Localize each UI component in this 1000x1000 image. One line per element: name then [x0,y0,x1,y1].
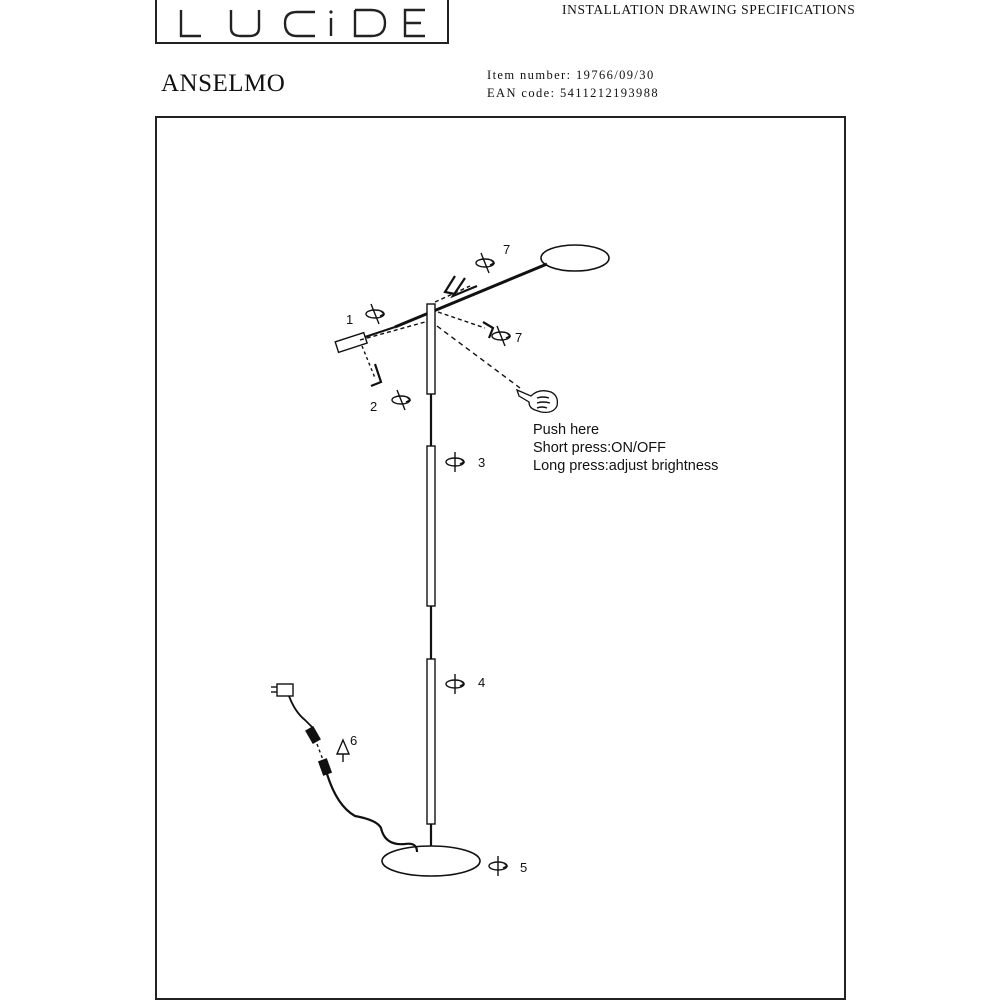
counterweight [334,331,369,354]
pole-top-segment [426,303,436,395]
hex-key-icon [482,321,495,339]
step-number: 6 [350,733,358,748]
step-number: 2 [370,399,378,414]
product-name: ANSELMO [161,70,286,97]
lamp-base [381,845,481,877]
insert-arrow-icon [335,738,351,762]
step-number: 7 [515,330,523,345]
spec-title: INSTALLATION DRAWING SPECIFICATIONS [562,2,856,17]
lamp-head [540,244,610,272]
drawing-frame [155,116,846,1000]
lamp-arm [394,262,548,329]
short-press-label: Short press:ON/OFF [533,440,666,456]
long-press-label: Long press:adjust brightness [533,458,719,474]
rotate-icon [488,856,509,876]
hex-key-icon [450,277,478,299]
pole-segment-3 [426,445,436,607]
brand-logo [155,0,449,44]
hand-pointer-icon [515,388,559,414]
rotate-icon [365,303,386,325]
rotate-icon [445,674,466,694]
step-number: 1 [346,312,354,327]
item-number: Item number: 19766/09/30 [487,68,655,82]
rotate-icon [445,452,466,472]
step-number: 3 [478,455,486,470]
rotate-icon [475,252,496,274]
rotate-icon [391,389,412,411]
rotate-icon [491,325,512,347]
hex-key-icon [443,275,456,296]
logo-wordmark-icon [179,8,425,38]
step-number: 5 [520,860,528,875]
step-number: 7 [503,242,511,257]
power-cable [288,695,314,729]
ean-code: EAN code: 5411212193988 [487,86,659,100]
hex-key-icon [370,363,383,388]
plug-adapter-icon [271,683,294,697]
pole-segment-4 [426,658,436,825]
push-here-label: Push here [533,422,600,438]
installation-drawing [271,244,610,877]
step-number: 4 [478,675,486,690]
